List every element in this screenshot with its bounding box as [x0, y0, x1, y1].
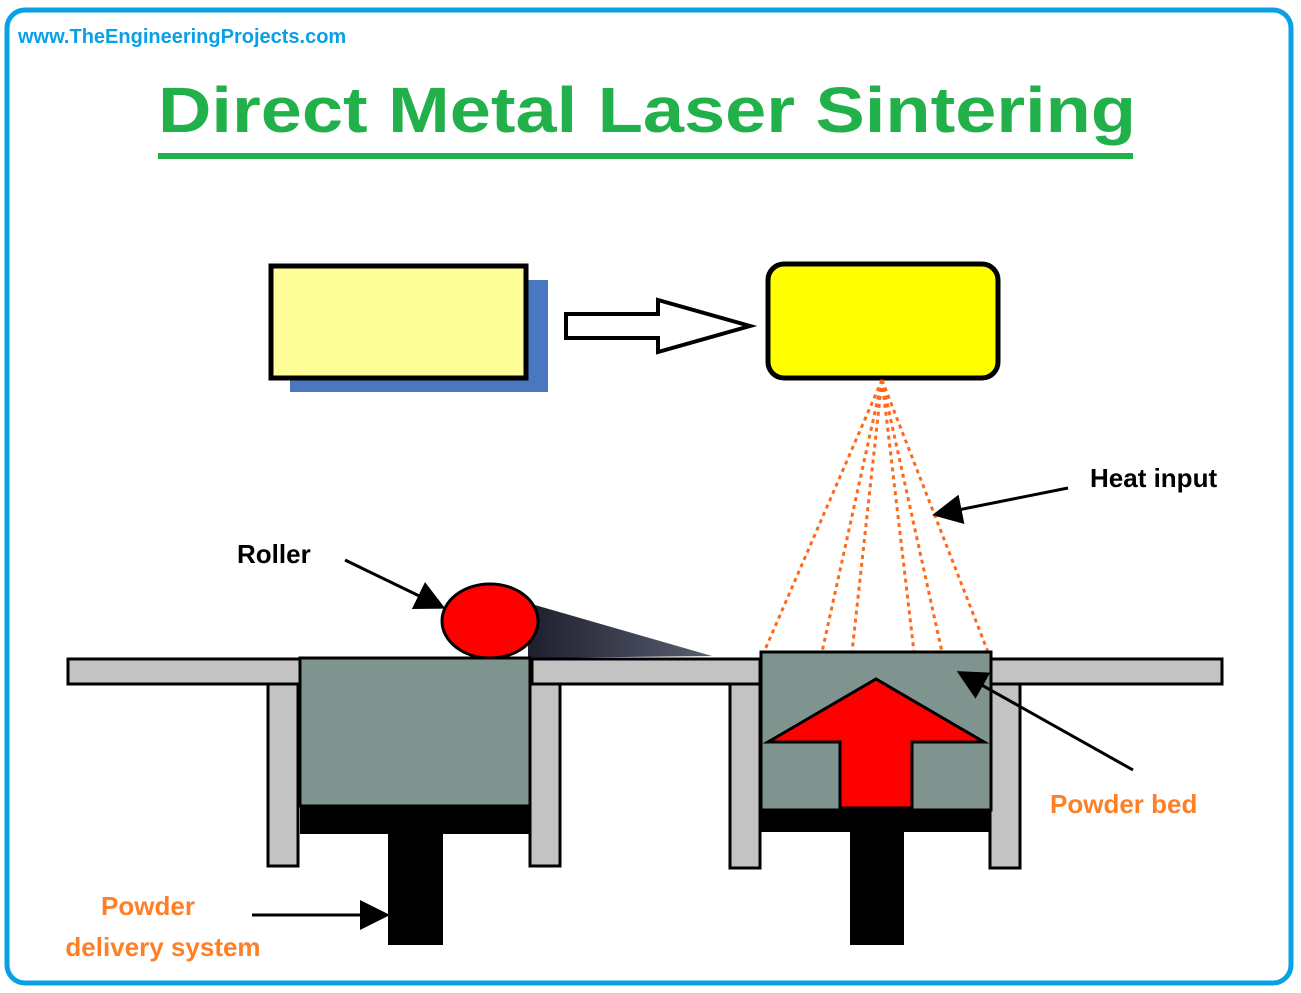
- watermark: www.TheEngineeringProjects.com: [17, 26, 346, 48]
- roller-shadow: [528, 603, 712, 658]
- beam-arrow-icon: [564, 297, 758, 355]
- label-powder-delivery-2: delivery system: [65, 932, 260, 962]
- frame-border: [4, 7, 1294, 986]
- laser-source-box: [268, 263, 529, 381]
- label-powder-bed: Powder bed: [1050, 789, 1197, 819]
- label-powder-delivery-1: Powder: [101, 891, 195, 921]
- up-arrow-icon: [762, 677, 990, 810]
- laser-beams: [762, 379, 990, 653]
- scanner-box: [765, 261, 1001, 381]
- supply-piston-plate: [300, 806, 530, 834]
- build-piston-rod: [850, 832, 904, 945]
- label-roller: Roller: [237, 539, 311, 569]
- title-underline: [158, 153, 1133, 159]
- supply-piston-rod: [388, 834, 443, 945]
- platforms: [66, 657, 1224, 870]
- page-title: Direct Metal Laser Sintering: [158, 74, 1136, 146]
- powder-supply-chamber: [298, 656, 532, 808]
- pointer-arrows: [252, 486, 1134, 930]
- build-piston-plate: [761, 810, 991, 832]
- label-heat-input: Heat input: [1090, 463, 1217, 493]
- roller: [440, 582, 540, 660]
